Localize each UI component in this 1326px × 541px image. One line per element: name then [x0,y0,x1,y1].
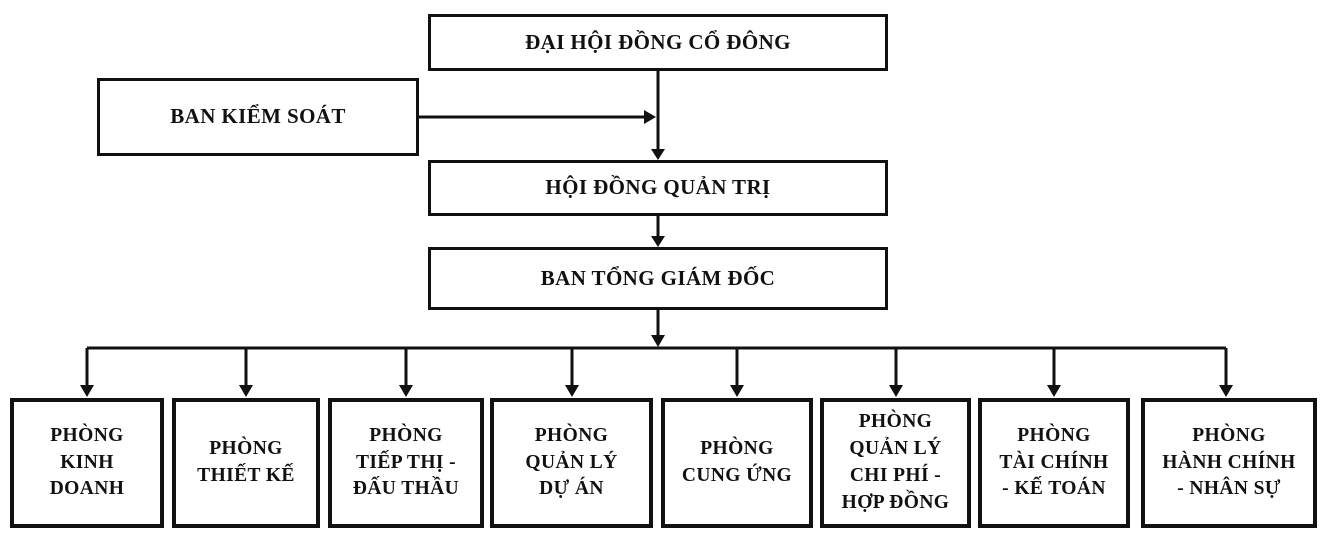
department-box-tiep-thi-dau-thau: PHÒNG TIẾP THỊ - ĐẤU THẦU [328,398,484,528]
department-box-kinh-doanh: PHÒNG KINH DOANH [10,398,164,528]
department-box-cung-ung: PHÒNG CUNG ỨNG [661,398,813,528]
shareholders-meeting-box: ĐẠI HỘI ĐỒNG CỔ ĐÔNG [428,14,888,71]
department-box-hanh-chinh-nhan-su: PHÒNG HÀNH CHÍNH - NHÂN SỰ [1141,398,1317,528]
executive-board-box: BAN TỔNG GIÁM ĐỐC [428,247,888,310]
arrow-rail-to-dept-cung-ung [730,348,744,397]
arrow-supervisory-to-centerline [419,110,656,124]
arrow-executive-to-rail [651,310,665,347]
arrow-rail-to-dept-hanh-chinh-nhan-su [1219,348,1233,397]
arrow-rail-to-dept-chi-phi-hop-dong [889,348,903,397]
department-box-tai-chinh-ke-toan: PHÒNG TÀI CHÍNH - KẾ TOÁN [978,398,1130,528]
department-box-thiet-ke: PHÒNG THIẾT KẾ [172,398,320,528]
arrow-rail-to-dept-tai-chinh-ke-toan [1047,348,1061,397]
arrow-rail-to-dept-tiep-thi-dau-thau [399,348,413,397]
arrow-rail-to-dept-quan-ly-du-an [565,348,579,397]
supervisory-board-box: BAN KIỂM SOÁT [97,78,419,156]
board-of-directors-box: HỘI ĐỒNG QUẢN TRỊ [428,160,888,216]
arrow-rail-to-dept-thiet-ke [239,348,253,397]
department-box-chi-phi-hop-dong: PHÒNG QUẢN LÝ CHI PHÍ - HỢP ĐỒNG [820,398,971,528]
department-box-quan-ly-du-an: PHÒNG QUẢN LÝ DỰ ÁN [490,398,653,528]
arrow-rail-to-dept-kinh-doanh [80,348,94,397]
arrow-shareholders-to-board [651,71,665,160]
arrow-board-to-executive [651,216,665,247]
